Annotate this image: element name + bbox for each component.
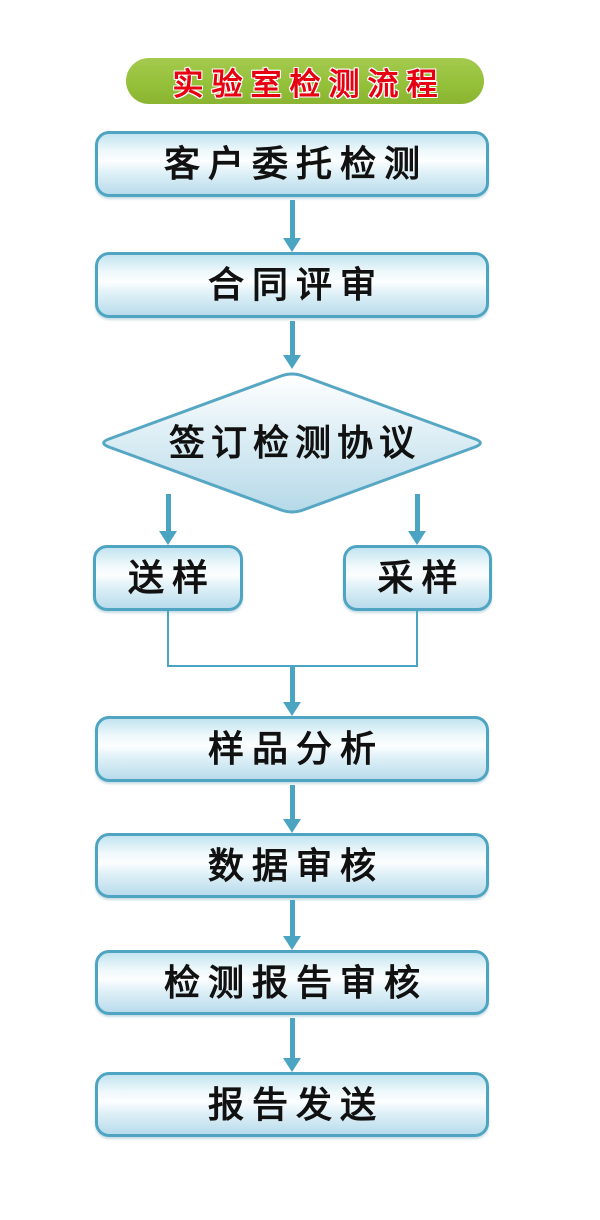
connector-line (167, 611, 169, 667)
diamond-shape-icon (102, 372, 482, 514)
flow-arrow-down-icon (283, 785, 301, 833)
connector-line (416, 611, 418, 667)
flow-arrow-down-icon (283, 900, 301, 950)
node-collect-sample: 采样 (343, 545, 492, 611)
node-data-review: 数据审核 (95, 833, 489, 898)
node-label: 检测报告审核 (163, 962, 428, 1003)
flow-arrow-down-icon (283, 321, 301, 369)
node-label: 送样 (127, 558, 216, 598)
node-label: 采样 (377, 558, 466, 598)
flow-arrow-down-icon (283, 1018, 301, 1072)
flow-arrow-down-icon (159, 494, 177, 545)
node-label: 客户委托检测 (163, 144, 428, 184)
node-label: 样品分析 (207, 729, 384, 769)
node-label: 报告发送 (207, 1084, 384, 1125)
node-send-sample: 送样 (93, 545, 243, 611)
title-banner: 实验室检测流程 (126, 58, 484, 104)
flow-arrow-down-icon (283, 200, 301, 252)
node-contract-review: 合同评审 (95, 252, 489, 318)
node-label: 合同评审 (207, 265, 384, 305)
flow-arrow-down-icon (283, 666, 301, 716)
page-title: 实验室检测流程 (172, 66, 446, 103)
node-label: 签订检测协议 (168, 423, 421, 463)
decision-sign-testing-agreement: 签订检测协议 (92, 369, 492, 517)
node-sample-analysis: 样品分析 (95, 716, 489, 782)
flow-arrow-down-icon (408, 494, 426, 545)
node-customer-entrusted-testing: 客户委托检测 (95, 131, 489, 197)
node-label: 数据审核 (207, 845, 384, 886)
node-test-report-review: 检测报告审核 (95, 950, 489, 1015)
node-report-delivery: 报告发送 (95, 1072, 489, 1137)
